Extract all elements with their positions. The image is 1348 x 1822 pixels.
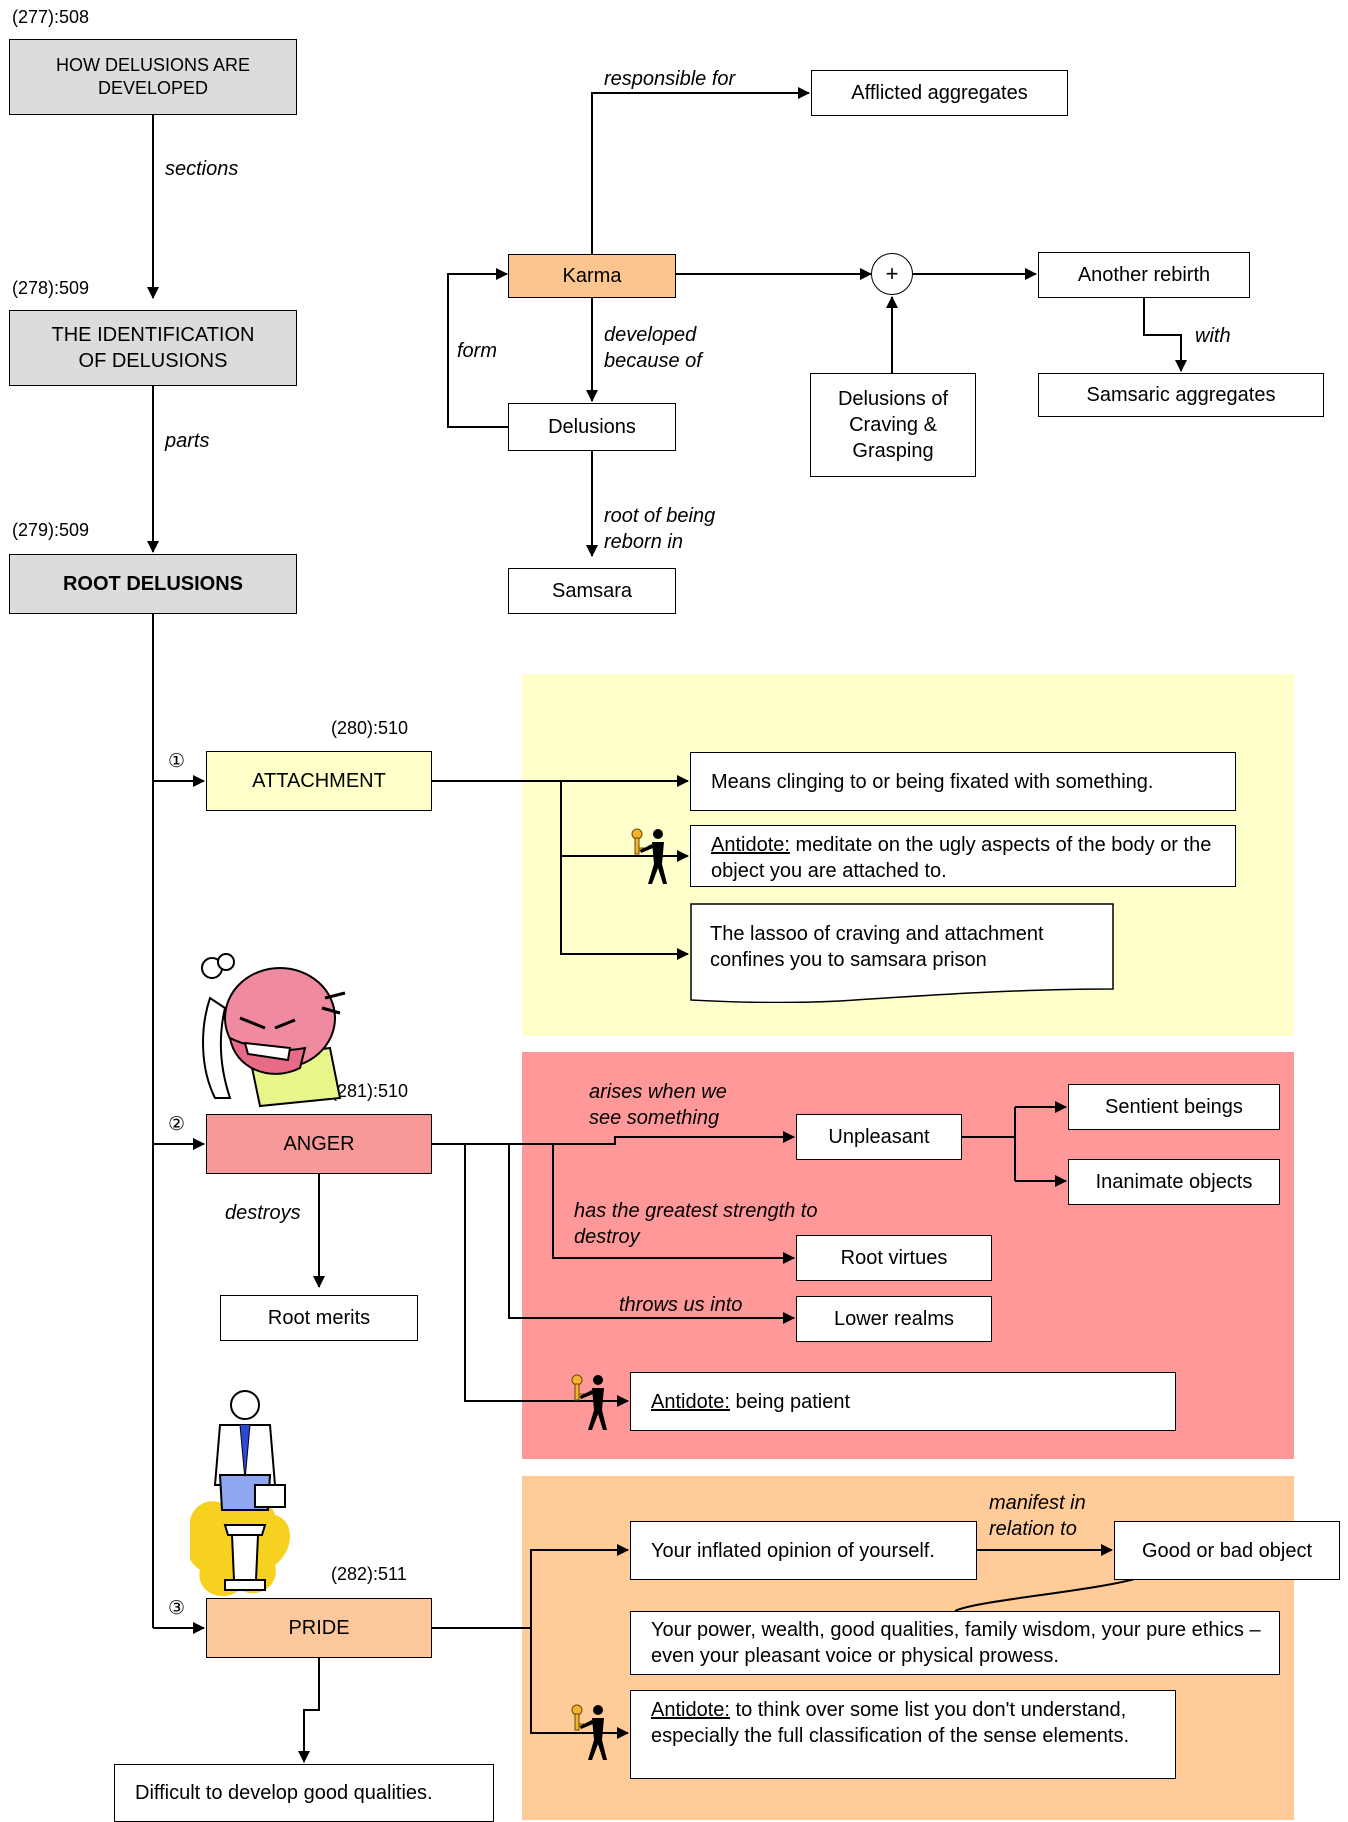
- lassoo-text: The lassoo of craving and attachment con…: [710, 923, 1044, 971]
- label-responsible-for: responsible for: [604, 68, 736, 90]
- inanimate-objects-box: Inanimate objects: [1068, 1159, 1280, 1205]
- label-destroys: destroys: [225, 1202, 301, 1224]
- label-throws-us-into: throws us into: [619, 1294, 743, 1316]
- label-root-of-being-reborn-in: root of being reborn in: [604, 505, 716, 553]
- craving-grasping-box: Delusions of Craving & Grasping: [810, 373, 976, 477]
- label-arises-when: arises when we see something: [589, 1081, 727, 1129]
- key-figure-icon: [571, 1704, 607, 1760]
- root-virtues-box: Root virtues: [796, 1235, 992, 1281]
- label-developed-because-of: developed because of: [604, 324, 702, 372]
- antidote-text: to think over some list you don't unders…: [651, 1699, 1130, 1747]
- samsara-box: Samsara: [508, 568, 676, 614]
- marker-three: ③: [168, 1598, 186, 1619]
- label-form: form: [457, 340, 497, 362]
- proud-man-illustration: [190, 1390, 290, 1596]
- ref-278: (278):509: [12, 278, 90, 298]
- angry-face-illustration: [201, 953, 346, 1108]
- lower-realms-box: Lower realms: [796, 1296, 992, 1342]
- ref-279: (279):509: [12, 520, 90, 540]
- difficult-qualities-box: Difficult to develop good qualities.: [114, 1764, 494, 1822]
- root-merits-box: Root merits: [220, 1295, 418, 1341]
- ref-281: (281):510: [331, 1081, 409, 1101]
- root-delusions-box: ROOT DELUSIONS: [9, 554, 297, 614]
- how-delusions-box: HOW DELUSIONS ARE DEVELOPED: [9, 39, 297, 115]
- marker-two: ②: [168, 1114, 186, 1135]
- pride-antidote-box: Antidote: to think over some list you do…: [630, 1690, 1176, 1779]
- another-rebirth-box: Another rebirth: [1038, 252, 1250, 298]
- label-with: with: [1195, 325, 1231, 347]
- delusions-box: Delusions: [508, 403, 676, 451]
- attachment-meaning-box: Means clinging to or being fixated with …: [690, 752, 1236, 811]
- lassoo-note: The lassoo of craving and attachment con…: [690, 903, 1114, 1003]
- antidote-text: meditate on the ugly aspects of the body…: [711, 834, 1212, 882]
- pride-box: PRIDE: [206, 1598, 432, 1658]
- key-figure-icon: [631, 828, 667, 884]
- samsaric-aggregates-box: Samsaric aggregates: [1038, 373, 1324, 417]
- label-sections: sections: [165, 158, 239, 180]
- inflated-opinion-box: Your inflated opinion of yourself.: [630, 1521, 977, 1580]
- good-bad-object-box: Good or bad object: [1114, 1521, 1340, 1580]
- unpleasant-box: Unpleasant: [796, 1114, 962, 1160]
- ref-282: (282):511: [331, 1564, 407, 1584]
- ref-280: (280):510: [331, 718, 409, 738]
- ref-277: (277):508: [12, 7, 90, 27]
- sentient-beings-box: Sentient beings: [1068, 1084, 1280, 1130]
- plus-junction: +: [871, 253, 913, 295]
- label-greatest-strength: has the greatest strength to destroy: [574, 1200, 818, 1248]
- label-manifest-in: manifest in relation to: [989, 1492, 1086, 1540]
- attachment-antidote-box: Antidote: meditate on the ugly aspects o…: [690, 825, 1236, 887]
- anger-box: ANGER: [206, 1114, 432, 1174]
- marker-one: ①: [168, 751, 186, 772]
- identification-box: THE IDENTIFICATION OF DELUSIONS: [9, 310, 297, 386]
- anger-antidote-box: Antidote: being patient: [630, 1372, 1176, 1431]
- antidote-text: being patient: [729, 1390, 851, 1413]
- karma-box: Karma: [508, 254, 676, 298]
- attachment-box: ATTACHMENT: [206, 751, 432, 811]
- note-shape: [690, 903, 1114, 1003]
- power-wealth-box: Your power, wealth, good qualities, fami…: [630, 1611, 1280, 1675]
- afflicted-aggregates-box: Afflicted aggregates: [811, 70, 1068, 116]
- antidote-label: Antidote:: [651, 1699, 730, 1721]
- antidote-label: Antidote:: [651, 1390, 730, 1413]
- antidote-label: Antidote:: [711, 834, 790, 856]
- key-figure-icon: [571, 1374, 607, 1430]
- label-parts: parts: [165, 430, 210, 452]
